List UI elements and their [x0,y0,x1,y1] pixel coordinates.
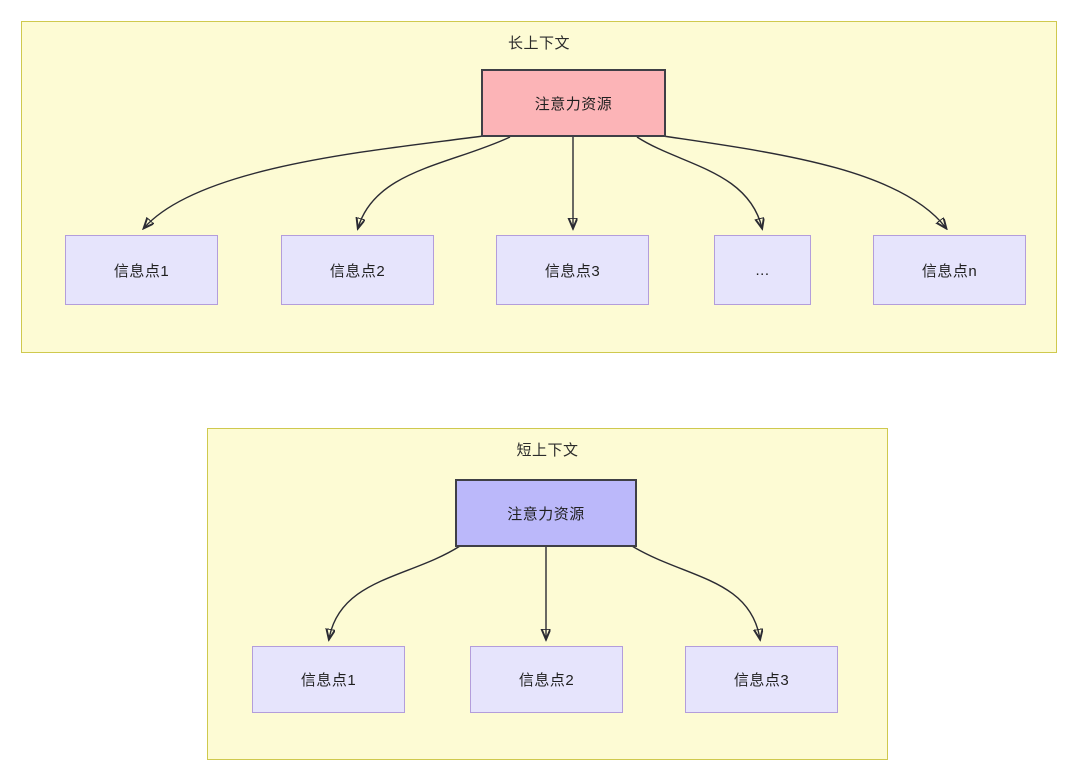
node-info-point-2-long[interactable]: 信息点2 [281,235,434,305]
node-info-point-3-short[interactable]: 信息点3 [685,646,838,713]
node-label: 信息点3 [544,262,601,280]
node-label: 信息点n [921,262,978,280]
node-info-point-n-long[interactable]: 信息点n [873,235,1026,305]
node-attention-resource-short[interactable]: 注意力资源 [455,479,637,547]
node-label: 信息点2 [329,262,386,280]
panel-short-context-title: 短上下文 [516,442,579,459]
node-label: 信息点2 [518,672,575,689]
node-info-point-3-long[interactable]: 信息点3 [496,235,649,305]
node-label: 注意力资源 [507,505,585,523]
node-info-point-2-short[interactable]: 信息点2 [470,646,623,713]
node-label: 信息点1 [113,262,170,280]
node-attention-resource-long[interactable]: 注意力资源 [481,69,666,137]
node-label: 信息点1 [300,672,357,689]
node-info-point-ellipsis-long[interactable]: ... [714,235,811,305]
panel-long-context-title: 长上下文 [507,35,570,52]
node-label: 信息点3 [733,672,790,689]
node-info-point-1-long[interactable]: 信息点1 [65,235,218,305]
node-label: 注意力资源 [534,95,613,113]
node-info-point-1-short[interactable]: 信息点1 [252,646,405,713]
node-label: ... [755,261,770,279]
